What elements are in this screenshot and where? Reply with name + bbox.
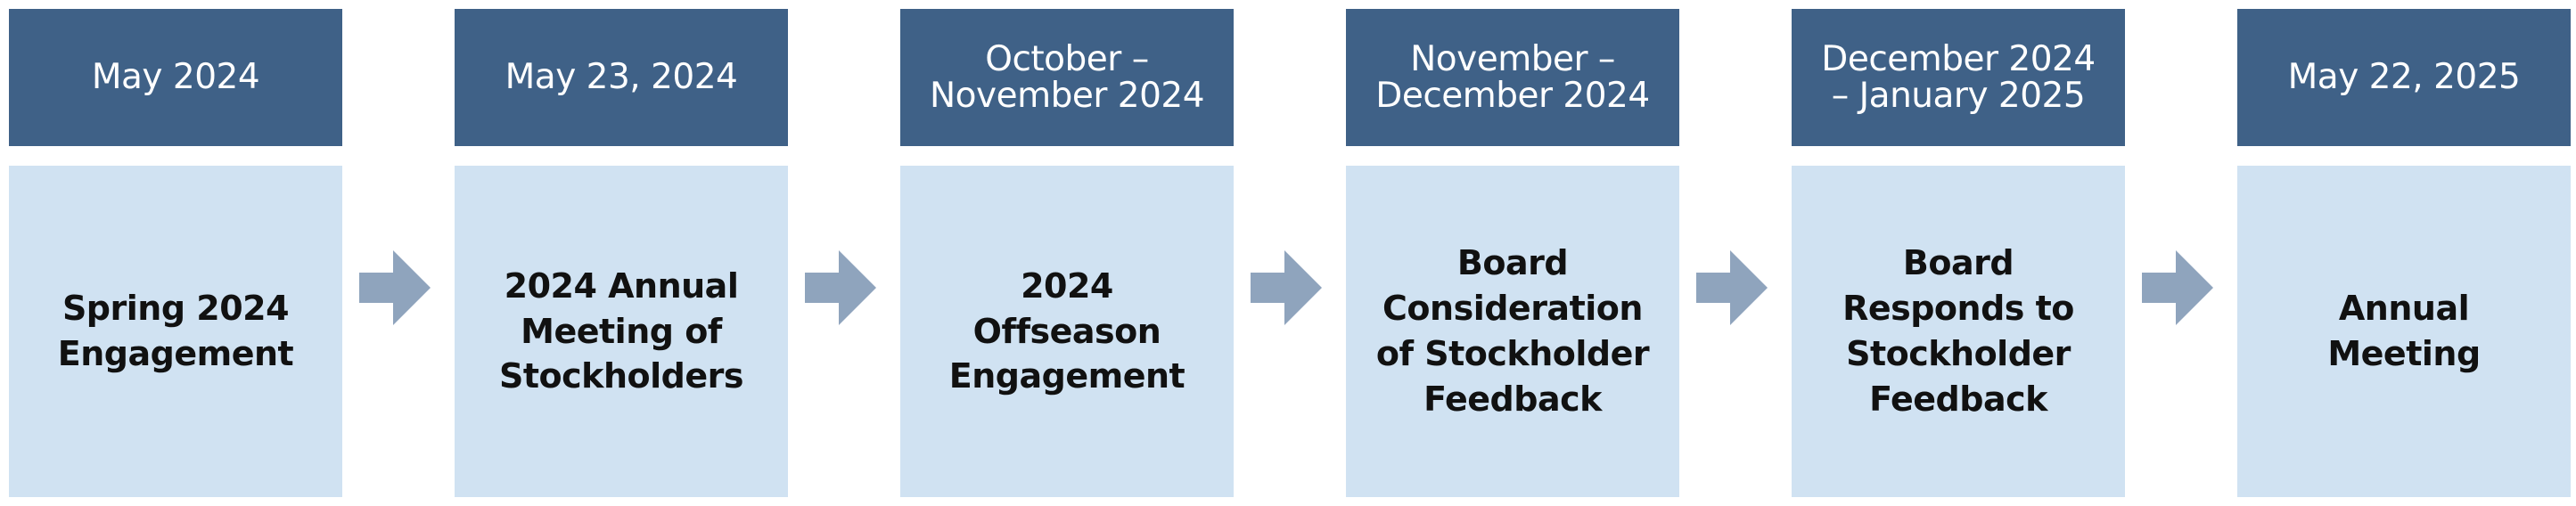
right-arrow-icon [2142, 250, 2213, 325]
right-arrow-icon [1696, 250, 1768, 325]
right-arrow-icon [805, 250, 876, 325]
timeline-step-4: November – December 2024 Board Considera… [1346, 9, 1679, 497]
step-date: May 2024 [9, 9, 342, 146]
step-event: 2024 Offseason Engagement [900, 166, 1234, 497]
timeline-step-6: May 22, 2025 Annual Meeting [2237, 9, 2571, 497]
step-event: Spring 2024 Engagement [9, 166, 342, 497]
timeline-step-2: May 23, 2024 2024 Annual Meeting of Stoc… [455, 9, 788, 497]
step-event: Annual Meeting [2237, 166, 2571, 497]
timeline-step-3: October – November 2024 2024 Offseason E… [900, 9, 1234, 497]
step-date: December 2024 – January 2025 [1792, 9, 2125, 146]
right-arrow-icon [1251, 250, 1322, 325]
step-date: October – November 2024 [900, 9, 1234, 146]
step-event: 2024 Annual Meeting of Stockholders [455, 166, 788, 497]
step-event: Board Consideration of Stockholder Feedb… [1346, 166, 1679, 497]
step-date: May 23, 2024 [455, 9, 788, 146]
step-event: Board Responds to Stockholder Feedback [1792, 166, 2125, 497]
step-date: November – December 2024 [1346, 9, 1679, 146]
step-date: May 22, 2025 [2237, 9, 2571, 146]
right-arrow-icon [359, 250, 431, 325]
timeline-step-1: May 2024 Spring 2024 Engagement [9, 9, 342, 497]
timeline-step-5: December 2024 – January 2025 Board Respo… [1792, 9, 2125, 497]
